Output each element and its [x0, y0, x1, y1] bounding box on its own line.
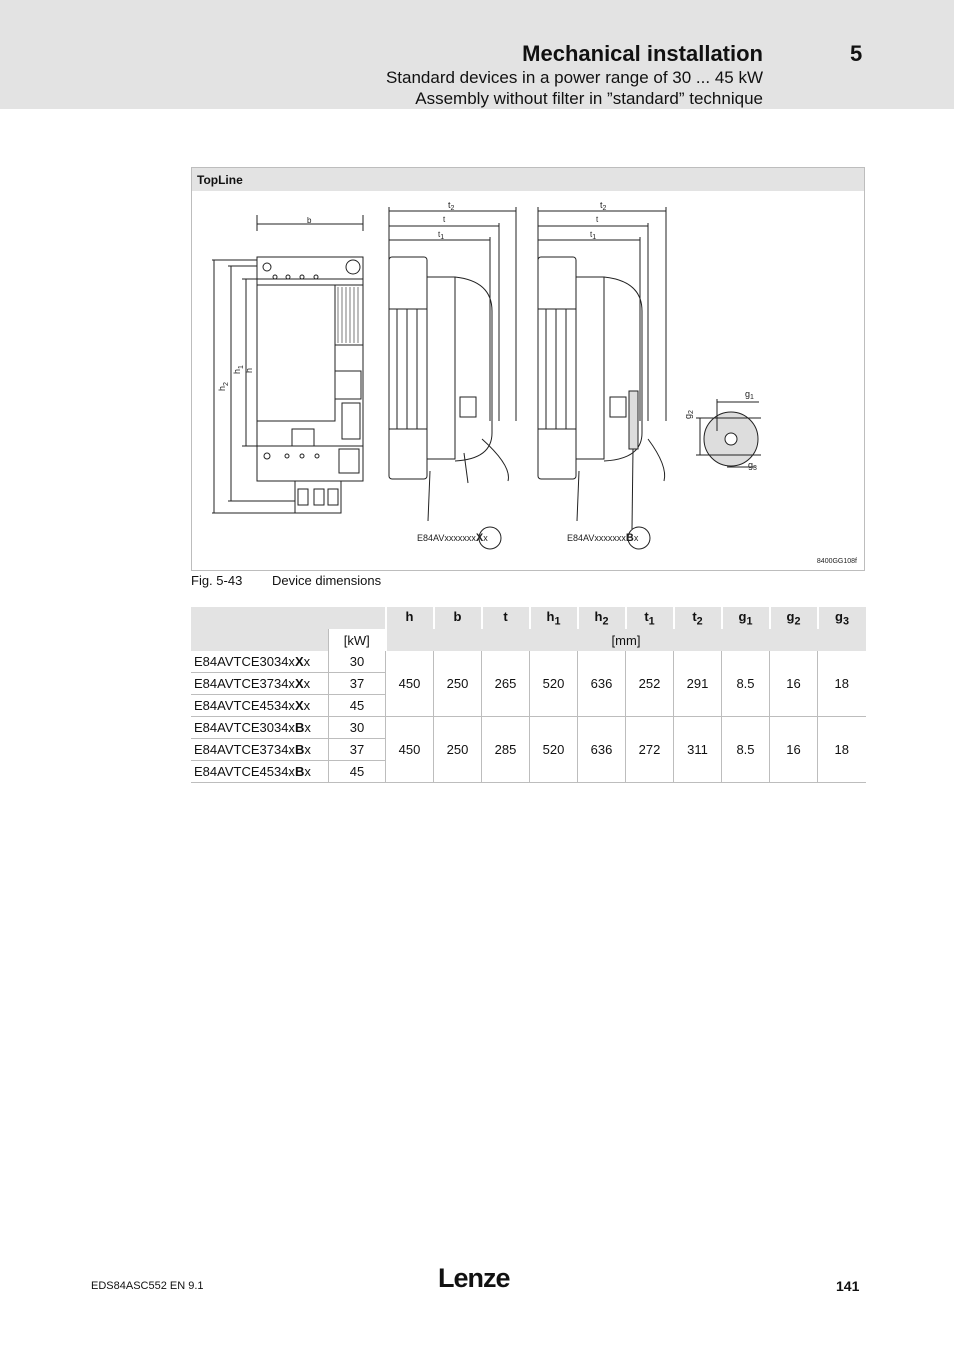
header-band [0, 0, 954, 109]
dimensions-table: h b t h1 h2 t1 t2 g1 g2 g3 [kW] [mm] E84… [191, 607, 866, 783]
model-cell: E84AVTCE3034xBx [191, 716, 329, 739]
value-b: 250 [433, 716, 482, 783]
col-header-g3: g3 [816, 607, 866, 629]
dim-t1-label-xx: t1 [438, 230, 444, 241]
value-h2: 636 [577, 651, 626, 717]
value-t: 285 [481, 716, 530, 783]
value-g2: 16 [769, 651, 818, 717]
col-header-b: b [432, 607, 482, 629]
table-row: E84AVTCE4534xXx 45 [191, 694, 866, 717]
dim-t-label-bx: t [596, 215, 599, 224]
value-b: 250 [433, 651, 482, 717]
device-dimension-drawing: b h2 h1 h t2 t t1 t2 t t1 g1 g2 g3 E84AV… [212, 200, 857, 565]
power-cell: 30 [328, 651, 386, 673]
front-view [212, 215, 364, 514]
value-g2: 16 [769, 716, 818, 783]
page-subtitle-line2: Assembly without filter in ”standard” te… [415, 89, 763, 108]
table-row: E84AVTCE4534xBx 45 [191, 760, 866, 783]
value-t1: 272 [625, 716, 674, 783]
value-g1: 8.5 [721, 651, 770, 717]
dim-g2-label: g2 [683, 410, 695, 419]
figure-header: TopLine [192, 168, 864, 191]
dim-t2-label-bx: t2 [600, 200, 607, 212]
variant-xx-label: E84AVxxxxxxxXx [417, 532, 488, 544]
power-cell: 45 [328, 694, 386, 717]
figure-title: TopLine [197, 173, 243, 187]
power-cell: 30 [328, 716, 386, 739]
table-unit-row: [kW] [mm] [191, 629, 866, 651]
model-cell: E84AVTCE3034xXx [191, 651, 329, 673]
col-header-g2: g2 [768, 607, 818, 629]
unit-mm: [mm] [384, 629, 866, 651]
col-header-g1: g1 [720, 607, 770, 629]
lenze-logo: Lenze [438, 1263, 511, 1293]
model-cell: E84AVTCE4534xBx [191, 760, 329, 783]
figure-number: Fig. 5-43 [191, 573, 243, 588]
col-header-t2: t2 [672, 607, 722, 629]
table-row: E84AVTCE3034xXx 30 450 250 265 520 636 2… [191, 651, 866, 717]
drawing-code: 8400GG108f [817, 558, 857, 565]
col-header-t: t [480, 607, 530, 629]
page-subtitle-line1: Standard devices in a power range of 30 … [385, 68, 763, 87]
value-h2: 636 [577, 716, 626, 783]
value-h1: 520 [529, 651, 578, 717]
value-t2: 291 [673, 651, 722, 717]
dim-h1-label: h1 [232, 365, 245, 374]
page-title: Mechanical installation [522, 41, 763, 66]
figure-box: TopLine [191, 167, 865, 571]
header-blank [191, 607, 386, 629]
model-cell: E84AVTCE4534xXx [191, 694, 329, 717]
dim-b-label: b [307, 216, 312, 225]
variant-bx-label: E84AVxxxxxxxBx [567, 532, 639, 544]
col-header-h: h [384, 607, 434, 629]
dim-g3-label: g3 [748, 460, 757, 472]
power-cell: 37 [328, 738, 386, 761]
value-g1: 8.5 [721, 716, 770, 783]
power-cell: 45 [328, 760, 386, 783]
value-h: 450 [385, 651, 434, 717]
dim-t1-label-bx: t1 [590, 230, 596, 241]
side-view-xx [388, 207, 517, 522]
col-header-h2: h2 [576, 607, 626, 629]
side-view-bx [537, 207, 667, 530]
dim-h-label: h [244, 368, 254, 373]
unit-kw: [kW] [328, 629, 386, 651]
figure-caption-text: Device dimensions [272, 573, 382, 588]
table-row: E84AVTCE3734xXx 37 [191, 672, 866, 695]
dim-t-label-xx: t [443, 215, 446, 224]
shaft-detail [696, 399, 761, 468]
variant-xx-circle [478, 526, 502, 550]
value-h: 450 [385, 716, 434, 783]
document-id: EDS84ASC552 EN 9.1 [91, 1280, 204, 1292]
col-header-h1: h1 [528, 607, 578, 629]
dim-t2-label-xx: t2 [448, 200, 455, 212]
unit-blank [191, 629, 329, 651]
figure-caption: Fig. 5-43 Device dimensions [191, 573, 381, 588]
value-g3: 18 [817, 651, 866, 717]
table-header-row: h b t h1 h2 t1 t2 g1 g2 g3 [191, 607, 866, 629]
value-t1: 252 [625, 651, 674, 717]
power-cell: 37 [328, 672, 386, 695]
value-h1: 520 [529, 716, 578, 783]
value-t2: 311 [673, 716, 722, 783]
dim-g1-label: g1 [745, 389, 754, 401]
dim-h2-label: h2 [217, 382, 230, 391]
chapter-number: 5 [850, 41, 863, 66]
table-row: E84AVTCE3734xBx 37 [191, 738, 866, 761]
table-row: E84AVTCE3034xBx 30 450 250 285 520 636 2… [191, 716, 866, 783]
col-header-t1: t1 [624, 607, 674, 629]
variant-bx-circle [627, 526, 651, 550]
value-t: 265 [481, 651, 530, 717]
model-cell: E84AVTCE3734xBx [191, 738, 329, 761]
page-number: 141 [836, 1278, 860, 1294]
value-g3: 18 [817, 716, 866, 783]
model-cell: E84AVTCE3734xXx [191, 672, 329, 695]
